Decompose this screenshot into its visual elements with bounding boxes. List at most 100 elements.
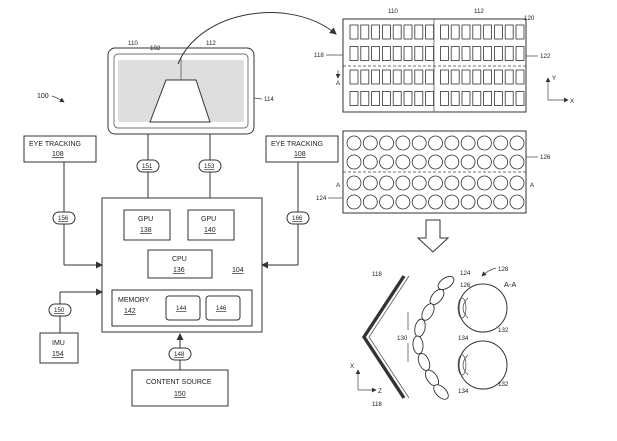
lens-circle [362,194,378,210]
pixel-cell [504,24,514,40]
pixel-cell [461,24,471,40]
section-title: A-A [504,280,516,289]
lens-circle [395,135,411,151]
pixel-cell [515,24,525,40]
pixel-cell [425,91,435,106]
pixel-cell [349,24,359,40]
cpu-box: CPU 136 [147,249,213,279]
system-label-leader [51,95,65,103]
lens-circle [493,175,509,191]
connector-imu-label: 150 [54,307,65,314]
content-source-ref: 150 [174,391,186,398]
pixel-cell [515,91,525,106]
display-ref-side-left: 118 [314,52,324,59]
lens-circle [460,135,476,151]
hmd-frame-label: 114 [264,96,274,103]
display-section-mark: A [336,80,341,87]
gpu-right-title: GPU [201,216,216,223]
pixel-cell [403,91,413,106]
pixel-cell [414,91,424,106]
pixel-cell [381,91,391,106]
memory-slot-146 [205,295,241,321]
pixel-cell [403,69,413,85]
pixel-cell [414,69,424,85]
display-label-left: 110 [388,8,398,15]
pixel-cell [414,24,424,40]
connector-153: 153 [198,159,222,173]
lens-circle [444,135,460,151]
pixel-cell [439,69,449,85]
pixel-cell [493,24,503,40]
eye-tracking-left-box: EYE TRACKING 108 [23,135,97,163]
display-panel: 110 112 120 118 122 A Y X [314,8,574,113]
pixel-cell [450,24,460,40]
lens-circle [428,154,443,170]
pixel-cell [360,46,370,61]
pixel-cell [450,46,460,61]
section-axis-z: Z [378,388,382,395]
lens-circle [493,135,509,151]
lens-circle [411,154,427,170]
gpu-right-ref: 140 [204,227,216,234]
content-source-box: CONTENT SOURCE 150 [131,369,229,407]
eye-bottom-label-132: 132 [498,381,509,388]
pixel-cell [483,24,493,40]
pixel-cell [371,46,381,61]
lens-circle [460,194,476,210]
pixel-grid [349,24,525,106]
pixel-cell [504,46,514,61]
lens-chain [412,275,455,400]
pixel-cell [349,91,359,106]
pixel-cell [414,46,424,61]
pixel-cell [461,69,471,85]
lens-circle [346,175,362,191]
lens-circle [476,194,492,210]
connector-156-label: 156 [58,215,69,222]
eye-bottom-label-134: 134 [458,388,469,395]
lens-circle [509,175,525,191]
eye-tracking-right-title: EYE TRACKING [271,141,323,148]
memory-ref: 142 [124,308,136,315]
pixel-cell [483,69,493,85]
lens-circle [476,154,492,170]
cross-section: 128 A-A 118 118 124 126 130 134 132 134 … [350,266,516,408]
lens-circle [460,175,476,191]
pixel-cell [381,69,391,85]
lens-circle [379,175,395,191]
imu-box: IMU 154 [39,332,79,364]
hmd-panel-right-label: 112 [206,40,216,47]
cpu-title: CPU [172,256,187,263]
lens-circle [379,194,395,210]
memory-slot-144 [165,295,201,321]
eye-top [457,283,508,333]
pixel-cell [392,46,402,61]
eye-tracking-right-ref: 108 [294,151,306,158]
pixel-cell [360,91,370,106]
display-label-right: 112 [474,8,484,15]
pixel-cell [493,91,503,106]
lens-segment [433,384,449,400]
lens-circle [509,135,525,151]
lens-circle [411,175,427,191]
connector-166: 166 [286,211,310,225]
connector-148: 148 [168,347,192,361]
eye-top-label-134: 134 [458,335,469,342]
lens-circle [411,135,427,151]
lens-circle [346,154,362,170]
hmd-nose-label: 102 [150,45,161,52]
lens-grid [346,135,525,210]
connector-153-label: 153 [204,163,215,170]
lens-circle [509,194,525,210]
lens-circle [509,154,525,170]
pixel-cell [450,69,460,85]
lens-circle [444,154,460,170]
lens-label-124: 124 [460,270,471,277]
system-label: 100 [37,93,49,100]
lens-circle [379,154,395,170]
eye-bottom [457,340,508,390]
connector-148-label: 148 [174,351,185,358]
lens-segment [437,275,455,291]
pixel-cell [360,24,370,40]
lens-circle [428,135,443,151]
gpu-right-box: GPU 140 [187,209,235,241]
